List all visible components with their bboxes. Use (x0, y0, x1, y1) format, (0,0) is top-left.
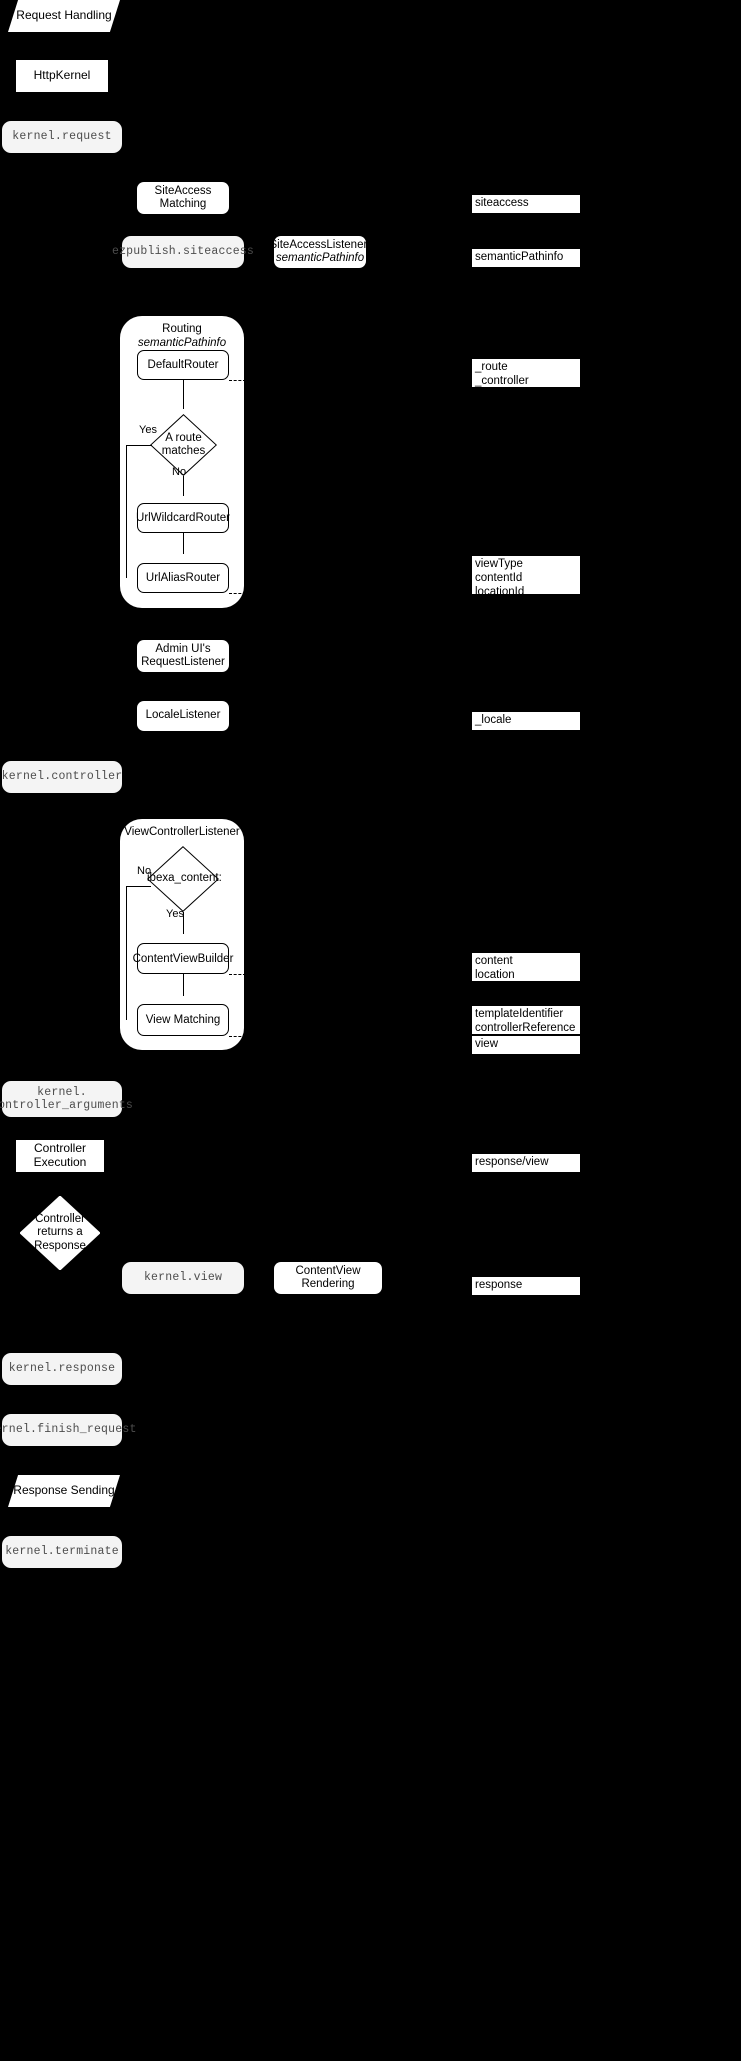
listener-label: SiteAccess Matching (154, 184, 212, 210)
edge-label-no-route: No (172, 466, 187, 478)
arrowhead-decision (178, 409, 188, 417)
note-response-view: response/view (471, 1153, 581, 1173)
box-label: ContentViewBuilder (132, 952, 234, 965)
listener-contentview-rendering: ContentView Rendering (274, 1262, 382, 1294)
event-kernel-response: kernel.response (2, 1353, 122, 1385)
event-label: kernel.response (8, 1362, 116, 1376)
event-label: kernel.terminate (5, 1545, 119, 1559)
diamond-shape-icon (20, 1196, 100, 1270)
note-semantic-pathinfo: semanticPathinfo (471, 248, 581, 268)
event-label: kernel.controller (1, 770, 123, 784)
box-url-alias-router: UrlAliasRouter (137, 563, 229, 593)
event-kernel-controller-arguments: kernel. controller_arguments (0, 1081, 133, 1117)
decision-controller-returns-response: Controller returns a Response (20, 1196, 100, 1270)
event-label: ezpublish.siteaccess (111, 245, 255, 259)
edge-builder-to-viewmatching (183, 974, 184, 1000)
box-url-wildcard-router: UrlWildcardRouter (136, 503, 230, 533)
edge-yes-horizontal (126, 445, 152, 446)
event-kernel-view: kernel.view (122, 1262, 244, 1294)
event-kernel-controller: kernel.controller (2, 761, 122, 793)
note-siteaccess: siteaccess (471, 194, 581, 214)
edge-no-ibexa-vertical (126, 886, 127, 1020)
diamond-shape-icon (147, 846, 219, 912)
event-kernel-finish-request: kernel.finish_request (0, 1414, 136, 1446)
dashed-connector-content-view-builder (229, 974, 246, 975)
listener-siteaccess-listener: SiteAccessListener: semanticPathinfo (270, 236, 371, 268)
box-label: UrlAliasRouter (145, 572, 221, 584)
event-label: kernel. controller_arguments (0, 1085, 134, 1112)
stage-label: Controller Execution (33, 1141, 87, 1169)
note-template-controller-reference: templateIdentifier controllerReference (471, 1005, 581, 1035)
edge-yes-ibexa-to-builder (183, 912, 184, 939)
stage-httpkernel: HttpKernel (16, 60, 108, 92)
banner-request-handling: Request Handling (8, 0, 120, 32)
note-content-location: content location (471, 952, 581, 982)
decision-label: Controller returns a Response (34, 1213, 86, 1252)
decision-a-route-matches: A route matches (150, 414, 217, 476)
edge-wildcard-to-alias (183, 533, 184, 558)
box-label: UrlWildcardRouter (136, 512, 230, 524)
note-view: view (471, 1035, 581, 1055)
note-viewtype-contentid-locationid: viewType contentId locationId (471, 555, 581, 598)
decision-ibexa-content: ibexa_content: (147, 846, 222, 912)
listener-label: Admin UI's RequestListener (141, 642, 225, 668)
dashed-connector-default-router (229, 380, 246, 381)
banner-response-sending: Response Sending (8, 1475, 120, 1507)
event-ezpublish-siteaccess: ezpublish.siteaccess (112, 236, 254, 268)
event-label: kernel.request (12, 130, 112, 144)
banner-label: Request Handling (16, 8, 112, 23)
arrowhead-wildcard (178, 496, 188, 504)
listener-locale-listener: LocaleListener (137, 701, 229, 731)
note-response: response (471, 1276, 581, 1296)
banner-label: Response Sending (13, 1483, 115, 1498)
arrowhead-viewmatching (178, 996, 188, 1004)
edge-label-yes-ibexa: Yes (166, 908, 184, 920)
edge-no-to-wildcard (183, 476, 184, 500)
listener-sublabel: semanticPathinfo (275, 252, 365, 264)
box-label: View Matching (145, 1014, 221, 1026)
note-locale: _locale (471, 711, 581, 731)
listener-label: SiteAccessListener: (269, 238, 371, 251)
listener-siteaccess-matching: SiteAccess Matching (137, 182, 229, 214)
group-view-title: ViewControllerListener (124, 826, 240, 838)
group-routing-title-main: Routing (162, 323, 202, 335)
box-default-router: DefaultRouter (137, 350, 229, 380)
edge-yes-vertical (126, 445, 127, 578)
edge-defaultrouter-to-decision (183, 380, 184, 411)
dashed-connector-view-matching (229, 1036, 246, 1037)
listener-label: LocaleListener (145, 709, 221, 722)
event-label: kernel.view (143, 1271, 223, 1285)
diamond-shape-icon (150, 414, 217, 476)
listener-admin-ui-requestlistener: Admin UI's RequestListener (137, 640, 229, 672)
box-label: DefaultRouter (147, 359, 219, 371)
listener-label: ContentView Rendering (295, 1264, 361, 1290)
event-label: kernel.finish_request (0, 1423, 137, 1437)
decision-label: A route matches (161, 431, 206, 457)
event-kernel-request: kernel.request (2, 121, 122, 153)
decision-label: ibexa_content: (147, 872, 222, 885)
edge-label-yes-route: Yes (139, 424, 157, 436)
arrowhead-contentviewbuilder (178, 934, 188, 942)
edge-no-ibexa-horizontal (126, 886, 151, 887)
event-kernel-terminate: kernel.terminate (2, 1536, 122, 1568)
box-view-matching: View Matching (137, 1004, 229, 1036)
group-routing-title-italic: semanticPathinfo (137, 336, 227, 349)
arrowhead-alias (178, 554, 188, 562)
note-route-controller: _route _controller (471, 358, 581, 388)
dashed-connector-url-alias (229, 593, 246, 594)
stage-controller-execution: Controller Execution (16, 1140, 104, 1172)
stage-label: HttpKernel (33, 68, 91, 83)
edge-label-no-ibexa: No (137, 865, 152, 877)
box-content-view-builder: ContentViewBuilder (133, 943, 233, 974)
